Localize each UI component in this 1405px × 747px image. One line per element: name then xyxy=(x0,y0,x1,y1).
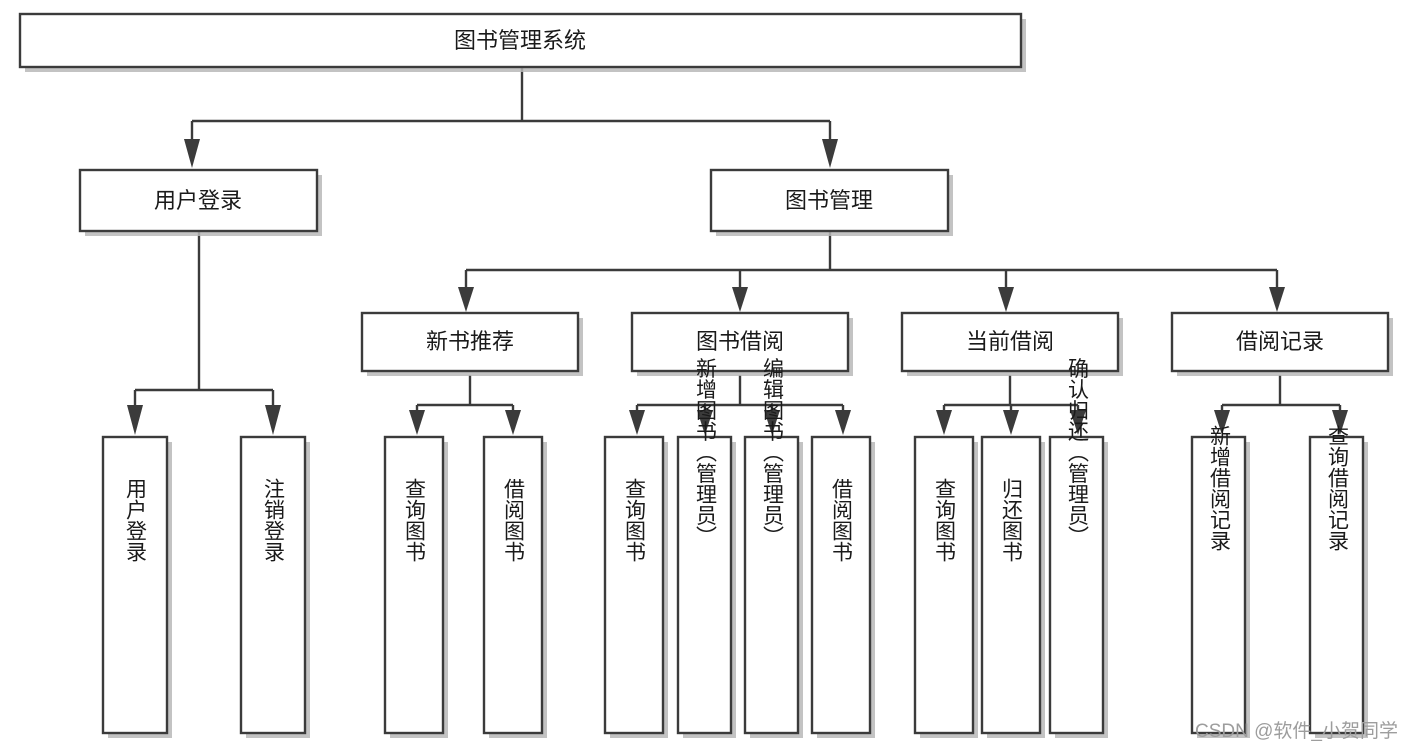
node-current-label: 当前借阅 xyxy=(966,329,1054,354)
arrow-head-edit-book xyxy=(764,410,780,435)
node-leaf-borrow-book-1-label: 借阅图书 xyxy=(502,478,526,562)
node-leaf-return-book-box[interactable] xyxy=(980,435,1042,735)
node-bookmgmt-box[interactable] xyxy=(709,168,950,233)
node-borrow-box[interactable] xyxy=(630,311,850,373)
node-leaf-query-book-2-box[interactable] xyxy=(603,435,665,735)
arrow-head-query-book-2 xyxy=(629,410,645,435)
node-leaf-query-book-1-label: 查询图书 xyxy=(403,478,427,562)
node-leaf-user-login-box[interactable] xyxy=(101,435,169,735)
node-leaf-borrow-book-1[interactable]: 借阅图书 xyxy=(482,435,547,738)
node-leaf-add-record-box[interactable] xyxy=(1190,435,1247,735)
node-leaf-return-book[interactable]: 归还图书 xyxy=(980,435,1045,738)
node-leaf-user-login-label: 用户登录 xyxy=(124,478,148,562)
arrow-head-borrow-book-2 xyxy=(835,410,851,435)
node-records[interactable]: 借阅记录 xyxy=(1170,311,1393,376)
node-login-box[interactable] xyxy=(78,168,319,233)
node-leaf-confirm-return-label: 确认归还（管理员） xyxy=(1066,358,1090,547)
node-records-box[interactable] xyxy=(1170,311,1390,373)
node-leaf-query-book-1[interactable]: 查询图书 xyxy=(383,435,448,738)
node-leaf-edit-book[interactable]: 编辑图书（管理员） xyxy=(743,358,803,739)
node-leaf-user-login[interactable]: 用户登录 xyxy=(101,435,172,738)
node-leaf-query-record-box[interactable] xyxy=(1308,435,1365,735)
arrow-head-add-record xyxy=(1214,410,1230,435)
node-leaf-add-book-box[interactable] xyxy=(676,435,733,735)
node-newbook-label: 新书推荐 xyxy=(426,329,514,354)
node-leaf-borrow-book-2-box[interactable] xyxy=(810,435,872,735)
watermark-label: CSDN @软件_小贺同学 xyxy=(1195,720,1398,742)
node-login-label: 用户登录 xyxy=(154,188,242,213)
arrow-head-query-book-1 xyxy=(409,410,425,435)
arrow-head-current xyxy=(998,287,1014,312)
node-bookmgmt[interactable]: 图书管理 xyxy=(709,168,953,236)
arrow-head-login xyxy=(184,139,200,168)
arrow-head-add-book xyxy=(697,410,713,435)
arrow-head-confirm-return xyxy=(1070,410,1086,435)
node-newbook[interactable]: 新书推荐 xyxy=(360,311,583,376)
node-leaf-user-logout-label: 注销登录 xyxy=(262,478,286,562)
node-root-label: 图书管理系统 xyxy=(454,28,586,53)
node-current-box[interactable] xyxy=(900,311,1120,373)
node-leaf-user-logout-box[interactable] xyxy=(239,435,307,735)
node-leaf-edit-book-label: 编辑图书（管理员） xyxy=(761,358,785,547)
arrow-head-query-book-3 xyxy=(936,410,952,435)
node-leaf-confirm-return[interactable]: 确认归还（管理员） xyxy=(1048,358,1108,739)
arrow-head-records xyxy=(1269,287,1285,312)
node-root[interactable]: 图书管理系统 xyxy=(18,12,1026,72)
node-leaf-query-book-2[interactable]: 查询图书 xyxy=(603,435,668,738)
node-leaf-query-book-3[interactable]: 查询图书 xyxy=(913,435,978,738)
connector-layer xyxy=(127,67,1348,435)
node-borrow-label: 图书借阅 xyxy=(696,329,784,354)
node-leaf-add-book[interactable]: 新增图书（管理员） xyxy=(676,358,736,739)
node-leaf-add-record[interactable]: 新增借阅记录 xyxy=(1190,425,1250,738)
node-leaf-query-book-3-box[interactable] xyxy=(913,435,975,735)
arrow-head-borrow xyxy=(732,287,748,312)
arrow-head-user-logout xyxy=(265,405,281,435)
node-current[interactable]: 当前借阅 xyxy=(900,311,1123,376)
node-leaf-return-book-label: 归还图书 xyxy=(1000,478,1024,562)
node-leaf-query-book-2-label: 查询图书 xyxy=(623,478,647,562)
node-leaf-query-record[interactable]: 查询借阅记录 xyxy=(1308,425,1368,738)
node-newbook-box[interactable] xyxy=(360,311,580,373)
node-borrow[interactable]: 图书借阅 xyxy=(630,311,853,376)
arrow-head-bookmgmt xyxy=(822,139,838,168)
arrow-head-query-record xyxy=(1332,410,1348,435)
node-leaf-user-logout[interactable]: 注销登录 xyxy=(239,435,310,738)
node-login[interactable]: 用户登录 xyxy=(78,168,322,236)
node-root-box[interactable] xyxy=(18,12,1023,69)
node-bookmgmt-label: 图书管理 xyxy=(785,188,873,213)
node-leaf-borrow-book-2[interactable]: 借阅图书 xyxy=(810,435,875,738)
arrow-head-borrow-book-1 xyxy=(505,410,521,435)
node-records-label: 借阅记录 xyxy=(1236,329,1324,354)
node-leaf-query-book-3-label: 查询图书 xyxy=(933,478,957,562)
node-leaf-query-record-label: 查询借阅记录 xyxy=(1326,425,1350,551)
node-leaf-add-book-label: 新增图书（管理员） xyxy=(694,358,718,547)
node-leaf-borrow-book-1-box[interactable] xyxy=(482,435,544,735)
arrow-head-newbook xyxy=(458,287,474,312)
node-leaf-query-book-1-box[interactable] xyxy=(383,435,445,735)
node-leaf-borrow-book-2-label: 借阅图书 xyxy=(830,478,854,562)
node-leaf-add-record-label: 新增借阅记录 xyxy=(1208,425,1232,551)
arrow-head-return-book xyxy=(1003,410,1019,435)
arrow-head-user-login xyxy=(127,405,143,435)
node-leaf-confirm-return-box[interactable] xyxy=(1048,435,1105,735)
node-leaf-edit-book-box[interactable] xyxy=(743,435,800,735)
